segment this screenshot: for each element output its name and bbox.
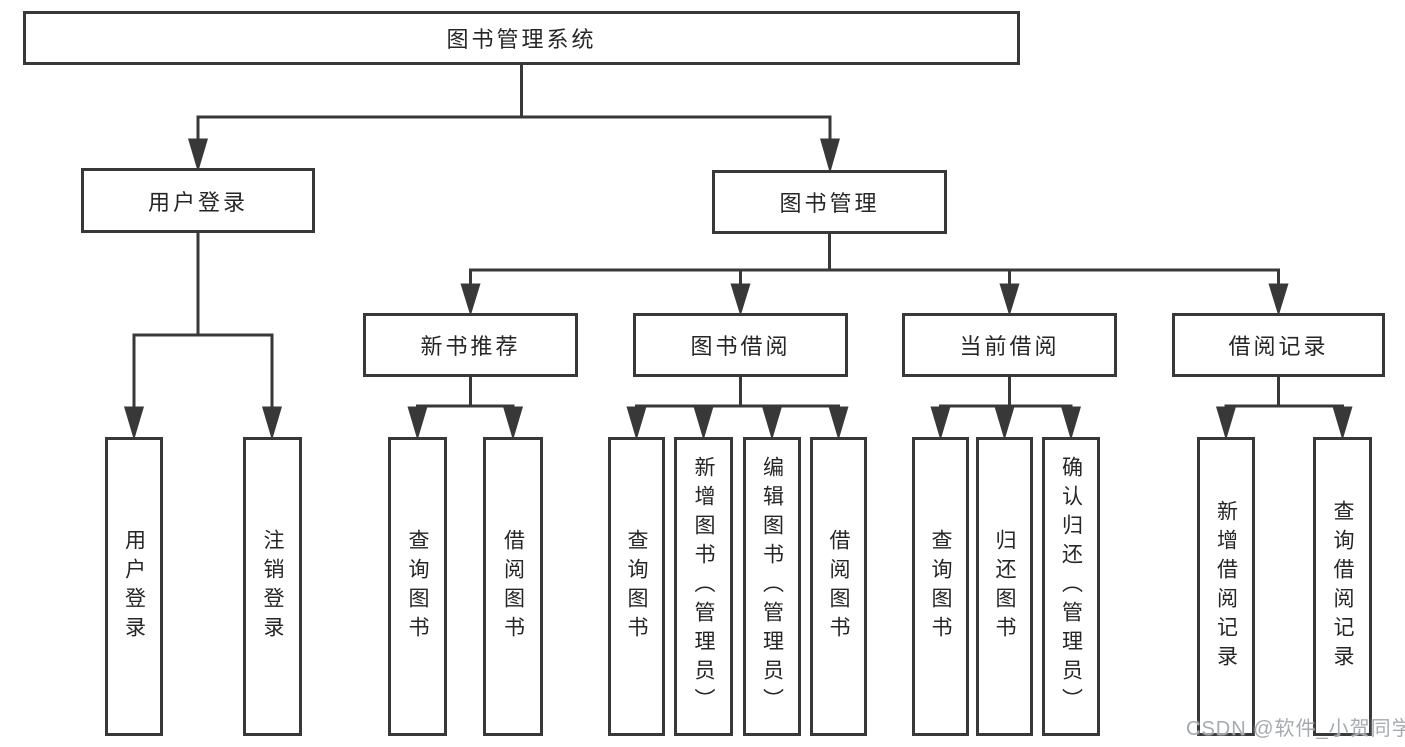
leaf-borrow-books-label: 借阅图书 xyxy=(827,528,850,645)
node-new-book-recommend: 新书推荐 xyxy=(363,313,578,377)
connector-section-records xyxy=(1215,376,1353,441)
leaf-add-book-admin-label: 新增图书（管理员） xyxy=(692,456,715,717)
node-book-borrow-label: 图书借阅 xyxy=(690,334,791,359)
node-root-label: 图书管理系统 xyxy=(446,27,597,52)
node-root: 图书管理系统 xyxy=(23,11,1020,65)
node-new-book-recommend-label: 新书推荐 xyxy=(420,334,521,359)
leaf-borrow-books: 借阅图书 xyxy=(810,437,867,736)
connector-section-recommend xyxy=(407,376,524,441)
leaf-add-borrow-record-label: 新增借阅记录 xyxy=(1214,499,1238,674)
leaf-logout-label: 注销登录 xyxy=(261,528,284,645)
leaf-borrow-books-recommend: 借阅图书 xyxy=(483,437,543,736)
leaf-return-book-label: 归还图书 xyxy=(993,528,1016,645)
node-book-management-label: 图书管理 xyxy=(779,191,880,216)
leaf-edit-book-admin-label: 编辑图书（管理员） xyxy=(760,456,784,717)
leaf-query-books-recommend: 查询图书 xyxy=(388,437,447,736)
node-current-borrow-label: 当前借阅 xyxy=(959,334,1060,359)
node-book-management: 图书管理 xyxy=(712,170,947,234)
connector-section-borrow xyxy=(626,376,849,441)
leaf-user-login-label: 用户登录 xyxy=(122,528,146,645)
leaf-user-login: 用户登录 xyxy=(105,437,163,736)
leaf-borrow-books-recommend-label: 借阅图书 xyxy=(501,528,525,645)
connector-root-to-level2 xyxy=(187,63,840,174)
leaf-edit-book-admin: 编辑图书（管理员） xyxy=(743,437,801,736)
node-book-borrow: 图书借阅 xyxy=(633,313,848,377)
leaf-query-books-current: 查询图书 xyxy=(912,437,969,736)
connector-login-to-leaves xyxy=(123,232,283,441)
node-borrow-records: 借阅记录 xyxy=(1172,313,1385,377)
leaf-confirm-return-admin: 确认归还（管理员） xyxy=(1042,437,1100,736)
leaf-logout: 注销登录 xyxy=(243,437,302,736)
connector-management-to-sections xyxy=(460,233,1289,317)
node-user-login: 用户登录 xyxy=(81,168,315,233)
leaf-query-books-current-label: 查询图书 xyxy=(929,528,952,645)
node-borrow-records-label: 借阅记录 xyxy=(1228,334,1329,359)
leaf-query-books-borrow-label: 查询图书 xyxy=(625,528,648,645)
leaf-add-book-admin: 新增图书（管理员） xyxy=(674,437,733,736)
watermark: CSDN @软件_小贺同学 xyxy=(1186,718,1405,740)
leaf-query-borrow-record: 查询借阅记录 xyxy=(1313,437,1372,736)
node-current-borrow: 当前借阅 xyxy=(902,313,1117,377)
leaf-query-books-recommend-label: 查询图书 xyxy=(406,528,429,645)
leaf-confirm-return-admin-label: 确认归还（管理员） xyxy=(1059,456,1083,717)
connector-section-current xyxy=(930,376,1082,441)
node-user-login-label: 用户登录 xyxy=(147,189,248,215)
leaf-query-borrow-record-label: 查询借阅记录 xyxy=(1331,499,1354,674)
leaf-return-book: 归还图书 xyxy=(976,437,1033,736)
leaf-add-borrow-record: 新增借阅记录 xyxy=(1197,437,1255,736)
leaf-query-books-borrow: 查询图书 xyxy=(608,437,665,736)
